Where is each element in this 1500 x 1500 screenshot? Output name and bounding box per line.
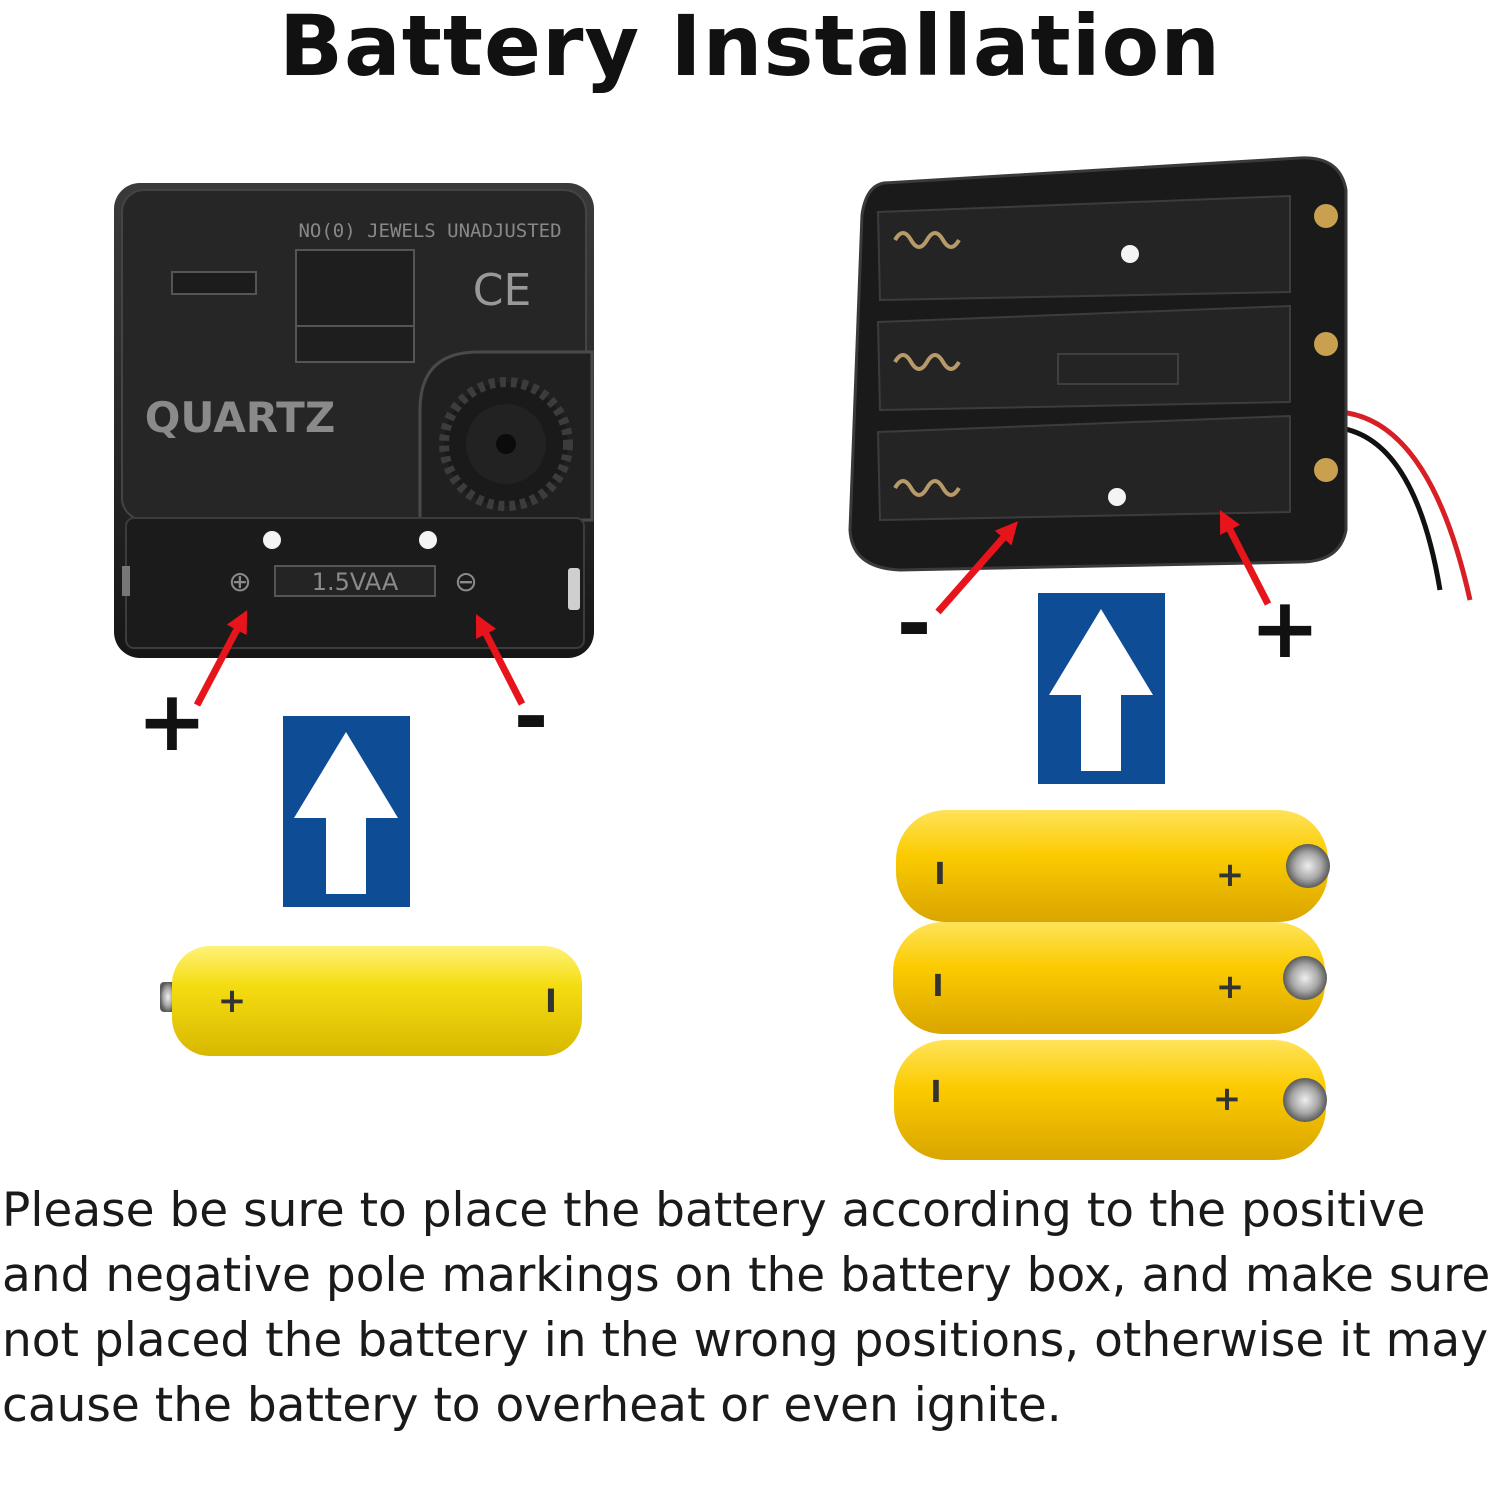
negative-terminal-symbol: ⊖	[454, 565, 477, 598]
positive-terminal-symbol: ⊕	[228, 565, 251, 598]
clock-movement: NO(0) JEWELS UNADJUSTED CE QUARTZ 1.5VAA…	[114, 183, 594, 658]
battery-installation-illustration: NO(0) JEWELS UNADJUSTED CE QUARTZ 1.5VAA…	[114, 156, 1473, 1160]
red-wire	[1339, 409, 1473, 601]
battery-positive-mark: +	[1213, 1079, 1242, 1119]
aa-battery: I +	[896, 810, 1330, 922]
gear-icon	[439, 377, 573, 511]
quartz-marking: QUARTZ	[145, 393, 336, 442]
safety-instructions: Please be sure to place the battery acco…	[2, 1183, 1491, 1433]
up-arrow-icon	[283, 716, 410, 907]
up-arrow-icon	[1038, 593, 1165, 784]
holder-positive-label: +	[1250, 579, 1320, 677]
holder-positive-pointer-arrow	[1219, 510, 1272, 606]
compartment-label: 1.5VAA	[312, 568, 399, 596]
battery-negative-mark: I	[930, 1075, 941, 1110]
aa-battery: + I	[160, 946, 582, 1056]
holder-negative-pointer-arrow	[935, 521, 1018, 615]
positive-pointer-arrow	[193, 610, 248, 707]
negative-pointer-arrow	[475, 614, 526, 706]
battery-positive-mark: +	[218, 981, 247, 1021]
battery-negative-mark: I	[934, 857, 945, 892]
negative-label: -	[514, 667, 549, 765]
ce-mark: CE	[473, 265, 532, 316]
battery-holder	[848, 156, 1473, 601]
positive-label: +	[137, 672, 207, 770]
battery-positive-mark: +	[1216, 855, 1245, 895]
page-title: Battery Installation	[278, 0, 1222, 95]
black-wire	[1339, 425, 1443, 591]
battery-negative-mark: I	[545, 982, 557, 1020]
jewels-marking: NO(0) JEWELS UNADJUSTED	[298, 220, 561, 242]
aa-battery: I +	[893, 922, 1327, 1034]
battery-positive-mark: +	[1216, 967, 1245, 1007]
holder-negative-label: -	[897, 574, 932, 672]
aa-battery: I +	[894, 1040, 1327, 1160]
battery-negative-mark: I	[932, 969, 943, 1004]
